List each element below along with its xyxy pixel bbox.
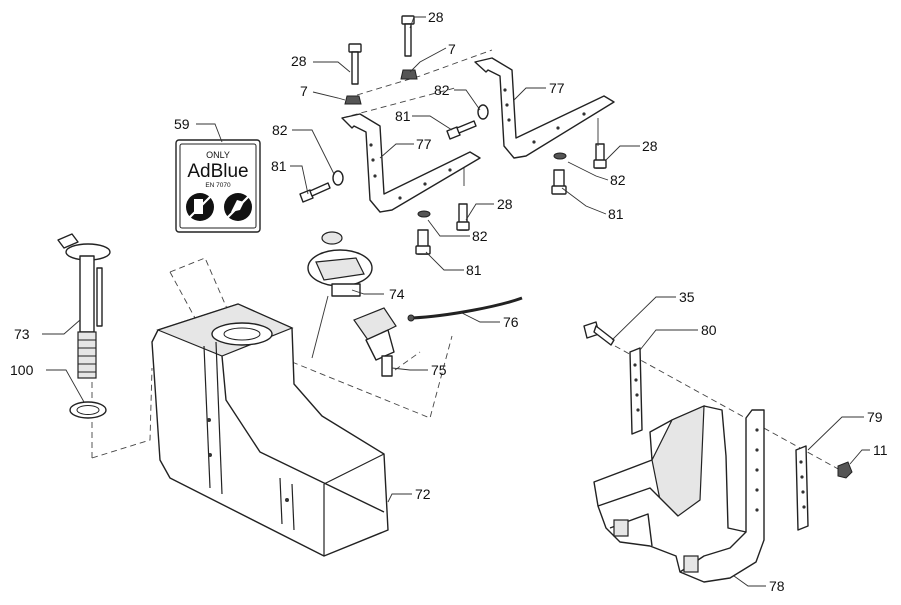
filler-cap-part [307,231,373,359]
callout-7: 7 [448,41,456,57]
callout-78: 78 [769,578,785,594]
callout-100: 100 [10,362,34,378]
callout-35: 35 [679,289,695,305]
bolt-81-b [446,120,477,140]
callout-28: 28 [642,138,658,154]
callout-28: 28 [497,196,513,212]
washer-82-d [553,152,567,160]
bolt-35-part [583,321,615,346]
washer-82-b [477,104,489,120]
label-brand-text: AdBlue [187,161,248,182]
callout-76: 76 [503,314,519,330]
label-top-text: ONLY [206,150,230,160]
callout-82: 82 [434,82,450,98]
breather-valve-part [353,307,397,377]
breather-hose-part [407,296,523,322]
nut-7-b [400,69,418,80]
support-frame-part [593,405,765,583]
callout-81: 81 [395,108,411,124]
bolt-81-d [551,169,567,195]
strip-plate-79-part [795,445,809,531]
callout-labels: 28 28 7 7 82 77 81 82 77 81 59 82 81 28 … [10,9,888,594]
callout-59: 59 [174,116,190,132]
washer-82-a [332,170,344,186]
callout-81: 81 [271,158,287,174]
callout-74: 74 [389,286,405,302]
callout-11: 11 [873,442,888,458]
washer-82-c [417,210,431,218]
callout-28: 28 [291,53,307,69]
bolt-28-d [593,143,607,169]
seal-ring-part [69,401,107,419]
bolt-28-a [348,43,362,85]
callout-28: 28 [428,9,444,25]
bolt-81-c [415,229,431,255]
callout-82: 82 [610,172,626,188]
label-standard-text: EN 7070 [205,182,231,189]
callout-77: 77 [549,80,565,96]
level-sender-part [57,233,111,379]
adblue-label-part: ONLY AdBlue EN 7070 [175,139,261,233]
leader-lines [42,16,870,587]
callout-81: 81 [608,206,624,222]
bracket-right-part [474,57,615,159]
callout-73: 73 [14,326,30,342]
adblue-tank-part [151,303,389,557]
callout-81: 81 [466,262,482,278]
callout-77: 77 [416,136,432,152]
bolt-28-b [401,15,415,57]
bolt-81-a [299,182,331,203]
callout-82: 82 [272,122,288,138]
nut-11-part [837,461,853,479]
callout-79: 79 [867,409,883,425]
callout-72: 72 [415,486,431,502]
nut-7-a [344,95,362,105]
callout-75: 75 [431,362,447,378]
callout-80: 80 [701,322,717,338]
bolt-28-c [456,203,470,231]
callout-82: 82 [472,228,488,244]
callout-7: 7 [300,83,308,99]
bracket-left-part [341,113,481,213]
strip-plate-80-part [629,347,643,435]
